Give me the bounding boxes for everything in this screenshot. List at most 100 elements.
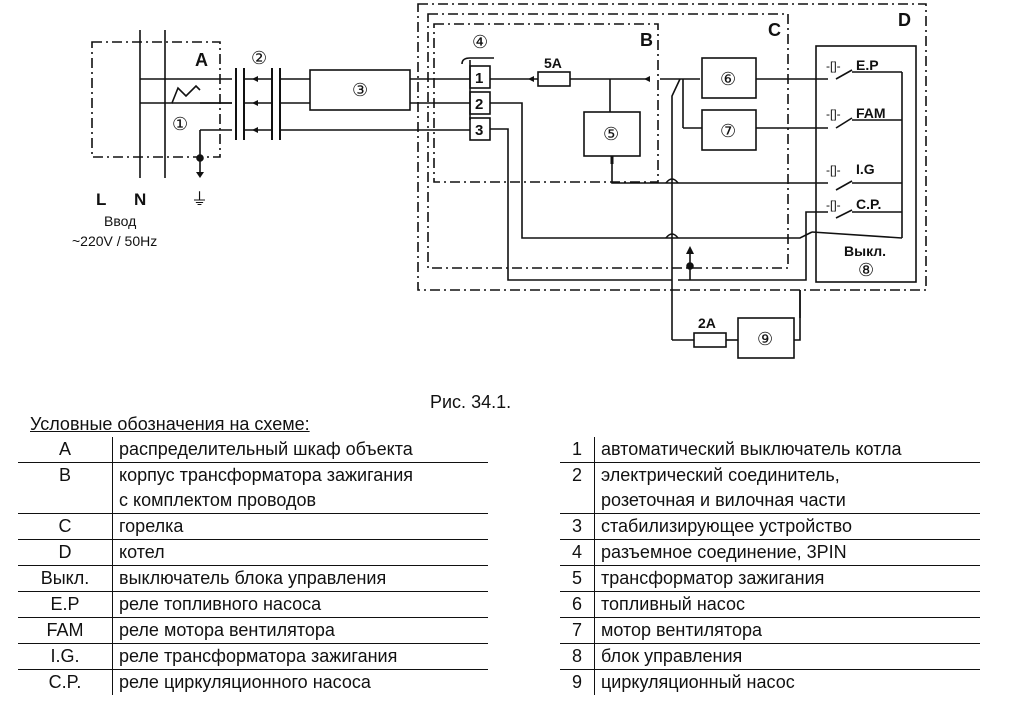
legend-row: 7 мотор вентилятора (560, 617, 980, 644)
line-l-label: L (96, 190, 106, 209)
figure-caption: Рис. 34.1. (430, 392, 512, 412)
legend-code: 5 (560, 565, 595, 592)
legend-text: трансформатор зажигания (601, 568, 825, 588)
zone-a-boundary (91, 41, 221, 158)
fuel-pump-6-box (701, 57, 757, 99)
component-8-marker: ⑧ (858, 260, 874, 280)
legend-text: реле трансформатора зажигания (119, 646, 398, 666)
zone-d-label: D (898, 10, 911, 30)
legend-code: E.P (18, 591, 113, 618)
legend-text: распределительный шкаф объекта (119, 439, 413, 459)
legend-code: 9 (560, 669, 595, 695)
legend-code: 6 (560, 591, 595, 618)
control-unit-8-box (815, 45, 917, 283)
legend-row: 5 трансформатор зажигания (560, 565, 981, 592)
relay-fam-label: FAM (856, 105, 886, 121)
line-n-label: N (134, 190, 146, 209)
circulation-pump-9-box (737, 317, 795, 359)
legend-text: блок управления (601, 646, 743, 666)
legend-text: реле циркуляционного насоса (119, 672, 371, 692)
relay-cp-label: C.P. (856, 196, 881, 212)
legend-text: выключатель блока управления (119, 568, 387, 588)
component-4-marker: ④ (472, 32, 488, 52)
legend-code: 3 (560, 513, 595, 540)
legend-description: реле топливного насоса (113, 592, 489, 618)
legend-code: 7 (560, 617, 595, 644)
zone-c-boundary (427, 13, 789, 269)
component-5-marker: ⑤ (603, 124, 619, 144)
terminal-1-label: 1 (475, 70, 483, 87)
relay-fam-coil-icon: -[]- (826, 107, 841, 121)
legend-text: реле мотора вентилятора (119, 620, 335, 640)
legend-description: автоматический выключатель котла (595, 437, 981, 463)
component-9-marker: ⑨ (757, 329, 773, 349)
legend-description: разъемное соединение, 3PIN (595, 540, 981, 566)
legend-description: блок управления (595, 644, 981, 670)
relay-ig-coil-icon: -[]- (826, 163, 841, 177)
legend-code: D (18, 539, 113, 566)
legend-text: реле топливного насоса (119, 594, 322, 614)
legend-code: 1 (560, 437, 595, 463)
legend-row: FAM реле мотора вентилятора (18, 617, 489, 644)
component-3-marker: ③ (352, 80, 368, 100)
zone-b-label: B (640, 30, 653, 50)
legend-text: топливный насос (601, 594, 746, 614)
legend-description: корпус трансформатора зажигания с комплек… (113, 463, 489, 514)
legend-description: распределительный шкаф объекта (113, 437, 489, 463)
legend-description: топливный насос (595, 592, 981, 618)
legend-code: C (18, 513, 113, 540)
legend-text: стабилизирующее устройство (601, 516, 852, 536)
terminal-2-label: 2 (475, 96, 483, 113)
zone-c-label: C (768, 20, 781, 40)
legend-row: I.G. реле трансформатора зажигания (18, 643, 489, 670)
legend-text-continued: с комплектом проводов (119, 490, 317, 510)
relay-ep-label: E.P (856, 57, 879, 73)
legend-text: корпус трансформатора зажигания (119, 465, 414, 485)
stabilizer-3-box (309, 69, 411, 111)
legend-text-continued: розеточная и вилочная части (601, 490, 846, 510)
legend-row: C.P.реле циркуляционного насоса (18, 669, 488, 695)
fuse-5a-label: 5A (544, 55, 562, 71)
wiring-diagram: A B C D ① ② ③ ④ ⑤ ⑥ ⑦ ⑧ ⑨ 1 2 3 5A 2A E.… (72, 3, 927, 359)
component-2-marker: ② (251, 48, 267, 68)
input-voltage-label: ~220V / 50Hz (72, 233, 157, 249)
legend-row: 4 разъемное соединение, 3PIN (560, 539, 981, 566)
legend-code: FAM (18, 617, 113, 644)
legend-row: 6 топливный насос (560, 591, 981, 618)
legend-row: Выкл. выключатель блока управления (18, 565, 488, 592)
fuse-2a-label: 2A (698, 315, 716, 331)
legend-code: B (18, 462, 113, 514)
relay-ig-label: I.G (856, 161, 875, 177)
legend-description: трансформатор зажигания (595, 566, 981, 592)
legend-code: 4 (560, 539, 595, 566)
legend-description: реле трансформатора зажигания (113, 644, 489, 670)
legend-text: разъемное соединение, 3PIN (601, 542, 847, 562)
relay-cp-coil-icon: -[]- (826, 198, 841, 212)
legend-text: котел (119, 542, 165, 562)
legend-code: Выкл. (18, 565, 113, 592)
component-1-marker: ① (172, 114, 188, 134)
legend-code: I.G. (18, 643, 113, 670)
fuse-5a-box (537, 71, 571, 87)
legend-row: 3 стабилизирующее устройство (560, 513, 980, 540)
legend-description: электрический соединитель,розеточная и в… (595, 463, 981, 514)
legend-text: мотор вентилятора (601, 620, 762, 640)
legend-description: реле мотора вентилятора (113, 618, 489, 644)
fan-motor-7-box (701, 109, 757, 151)
input-label: Ввод (104, 213, 136, 229)
legend-text: горелка (119, 516, 184, 536)
terminal-3-label: 3 (475, 122, 483, 139)
legend-description: горелка (113, 514, 489, 540)
legend-row: E.P реле топливного насоса (18, 591, 489, 618)
legend-code: 2 (560, 462, 595, 514)
switch-label: Выкл. (844, 243, 886, 259)
